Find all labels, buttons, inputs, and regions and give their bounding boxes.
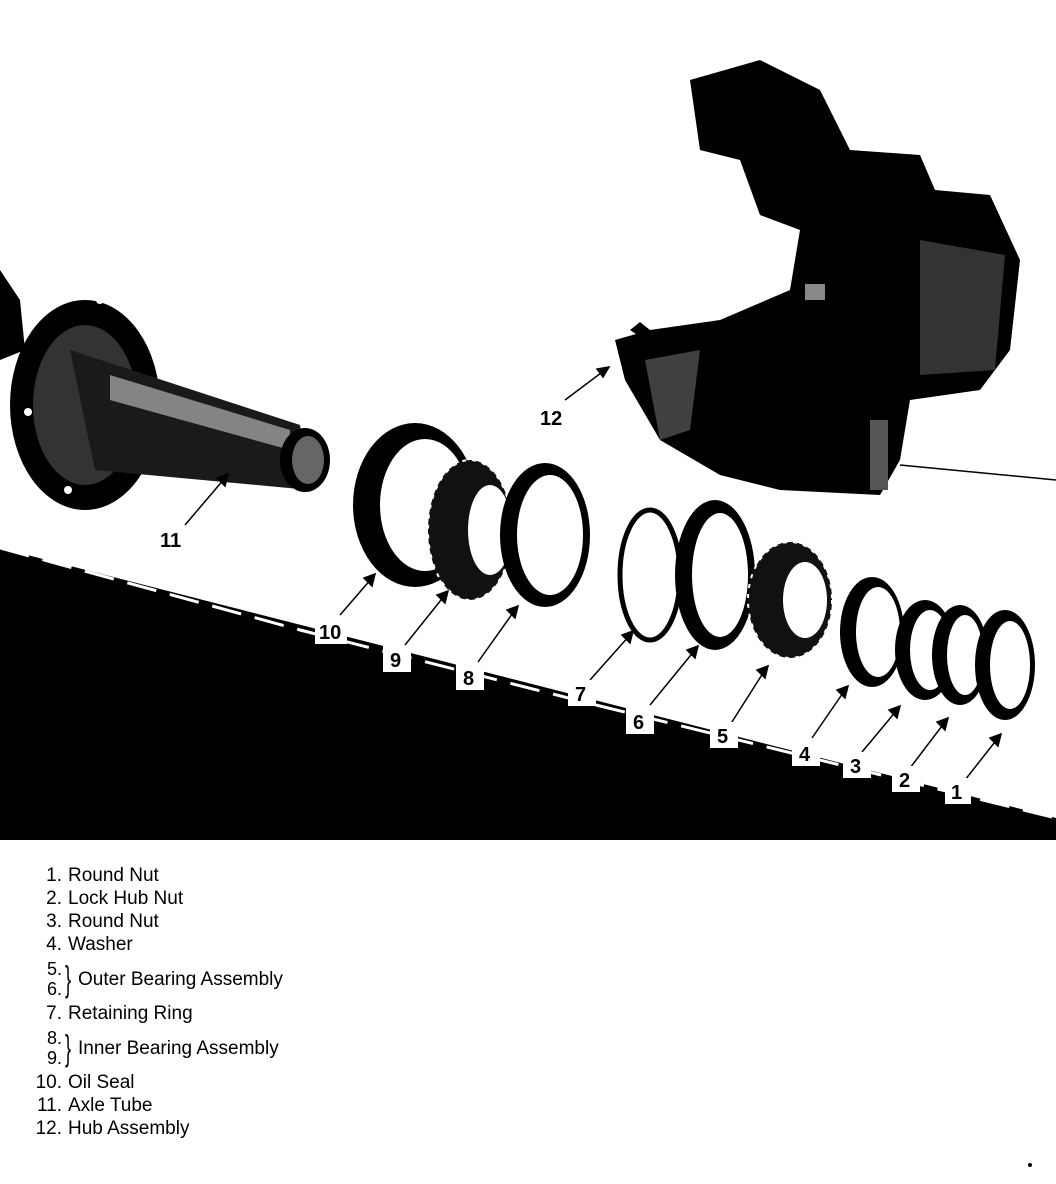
round-nut-outer-part (975, 610, 1035, 720)
legend-label: Axle Tube (68, 1095, 153, 1116)
legend-item: 10. Oil Seal (30, 1071, 283, 1094)
callout-10: 10 (319, 622, 341, 644)
callout-3: 3 (850, 756, 861, 778)
legend-item: 12. Hub Assembly (30, 1117, 283, 1140)
legend-item: 3. Round Nut (30, 910, 283, 933)
outer-bearing-cone-part (747, 541, 833, 659)
legend-num: 12. (35, 1118, 62, 1139)
brace-icon: } (65, 1027, 72, 1068)
legend-num: 1. (46, 865, 62, 886)
callout-label-backgrounds (315, 618, 971, 804)
callout-6: 6 (633, 712, 644, 734)
legend-num: 11. (36, 1095, 62, 1116)
callout-5: 5 (717, 726, 728, 748)
axle-tube-part (10, 296, 330, 510)
legend-num: 9. (46, 1048, 62, 1068)
callout-9: 9 (390, 650, 401, 672)
legend-label: Outer Bearing Assembly (78, 968, 283, 990)
legend-item-inner-bearing: 8.9. } Inner Bearing Assembly (30, 1025, 283, 1071)
washer-part (840, 577, 904, 687)
callout-4: 4 (799, 744, 811, 766)
legend-num: 8. (46, 1028, 62, 1048)
legend-item: 2. Lock Hub Nut (30, 887, 283, 910)
legend-label: Oil Seal (68, 1072, 135, 1093)
callout-7: 7 (575, 684, 586, 706)
legend-num: 4. (46, 934, 62, 955)
legend-label: Hub Assembly (68, 1118, 190, 1139)
left-housing-edge (0, 270, 25, 360)
exploded-hub-diagram: 1 2 3 4 5 6 7 8 9 10 11 12 (0, 60, 1056, 840)
legend-label: Round Nut (68, 865, 159, 886)
legend-label: Retaining Ring (68, 1003, 193, 1024)
legend-label: Washer (68, 934, 133, 955)
outer-bearing-cup-part (675, 500, 755, 650)
brace-icon: } (65, 958, 72, 999)
legend-num: 3. (46, 911, 62, 932)
legend-num: 6. (46, 979, 62, 999)
hub-assembly-part (615, 60, 1020, 495)
legend-num: 7. (46, 1003, 62, 1024)
legend-num: 10. (35, 1072, 62, 1093)
callout-11: 11 (160, 530, 181, 552)
stray-mark (1028, 1163, 1032, 1167)
callout-12: 12 (540, 408, 562, 430)
parts-legend: 1. Round Nut 2. Lock Hub Nut 3. Round Nut 4… (30, 864, 283, 1140)
legend-item: 1. Round Nut (30, 864, 283, 887)
legend-label: Inner Bearing Assembly (78, 1037, 279, 1059)
callout-1: 1 (951, 782, 962, 804)
retaining-ring-part (617, 507, 683, 643)
legend-label: Lock Hub Nut (68, 888, 184, 909)
legend-num: 2. (46, 888, 62, 909)
hub-stub-line (899, 464, 1056, 481)
legend-item: 7. Retaining Ring (30, 1002, 283, 1025)
inner-bearing-cup-part (500, 463, 590, 607)
lock-hub-nut-part (932, 605, 988, 705)
legend-item-outer-bearing: 5.6. } Outer Bearing Assembly (30, 956, 283, 1002)
leader-lines (184, 365, 1003, 781)
callout-2: 2 (899, 770, 910, 792)
legend-item: 11. Axle Tube (30, 1094, 283, 1117)
legend-num: 5. (46, 959, 62, 979)
inner-bearing-cone-part (427, 459, 513, 601)
base-edge-strip (0, 546, 1056, 820)
legend-item: 4. Washer (30, 933, 283, 956)
callout-8: 8 (463, 668, 474, 690)
legend-label: Round Nut (68, 911, 159, 932)
